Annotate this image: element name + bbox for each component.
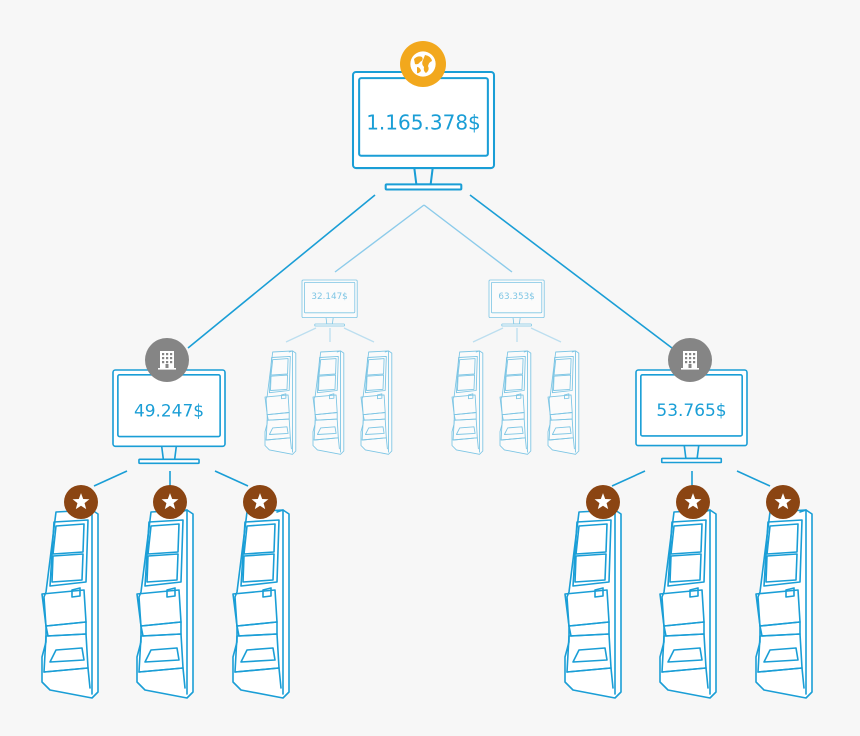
star-icon bbox=[243, 485, 277, 519]
faded-monitor-right: 63.353$ bbox=[488, 279, 545, 327]
faded-monitor-right-connector-1 bbox=[472, 327, 504, 343]
faded-slot-machine bbox=[547, 350, 580, 455]
right-monitor-amount: 53.765$ bbox=[656, 401, 726, 421]
faded-monitor-left-amount: 32.147$ bbox=[311, 292, 347, 302]
line-left-to-machine-1 bbox=[93, 470, 128, 487]
faded-site-group: 32.147$ 63.353$ bbox=[264, 279, 580, 455]
star-icon bbox=[64, 485, 98, 519]
faded-monitor-right-amount: 63.353$ bbox=[498, 292, 534, 302]
monitors: 1.165.378$ 49.247$ 53.765$ bbox=[112, 70, 748, 465]
faded-monitor-left-connector-3 bbox=[343, 327, 375, 343]
slot-machine bbox=[659, 509, 717, 699]
faded-monitor-left-frame bbox=[301, 279, 358, 327]
building-icon bbox=[668, 338, 712, 382]
faded-slot-machine bbox=[499, 350, 532, 455]
top-monitor: 1.165.378$ bbox=[351, 70, 496, 191]
slot-machine bbox=[41, 509, 99, 699]
faded-slot-machine bbox=[360, 350, 393, 455]
line-top-to-left bbox=[187, 194, 376, 349]
left-monitor: 49.247$ bbox=[112, 369, 226, 465]
faded-line-right bbox=[423, 204, 513, 273]
faded-slot-machine bbox=[312, 350, 345, 455]
faded-line-left bbox=[334, 204, 425, 273]
faded-monitor-left: 32.147$ bbox=[301, 279, 358, 327]
building-icon bbox=[145, 338, 189, 382]
line-left-to-machine-3 bbox=[214, 470, 249, 487]
faded-monitor-left-connector-1 bbox=[285, 327, 317, 343]
star-icon bbox=[586, 485, 620, 519]
globe-icon bbox=[400, 41, 446, 87]
line-right-to-machine-3 bbox=[736, 470, 771, 487]
line-top-to-right bbox=[469, 194, 673, 349]
star-icon bbox=[676, 485, 710, 519]
star-icon bbox=[766, 485, 800, 519]
line-right-to-machine-1 bbox=[611, 470, 646, 487]
right-monitor: 53.765$ bbox=[635, 369, 748, 464]
faded-monitor-right-frame bbox=[488, 279, 545, 327]
top-monitor-amount: 1.165.378$ bbox=[366, 110, 481, 134]
faded-connectors bbox=[334, 204, 513, 273]
faded-slot-machine bbox=[264, 350, 297, 455]
faded-monitor-right-connector-3 bbox=[530, 327, 562, 343]
left-monitor-amount: 49.247$ bbox=[134, 400, 204, 420]
slot-machine bbox=[564, 509, 622, 699]
slot-machine bbox=[136, 509, 194, 699]
slot-machine bbox=[232, 509, 290, 699]
slot-machine bbox=[755, 509, 813, 699]
slot-machines bbox=[41, 509, 813, 699]
faded-slot-machine bbox=[451, 350, 484, 455]
badges bbox=[64, 41, 800, 519]
star-icon bbox=[153, 485, 187, 519]
connector-lines bbox=[93, 194, 771, 487]
